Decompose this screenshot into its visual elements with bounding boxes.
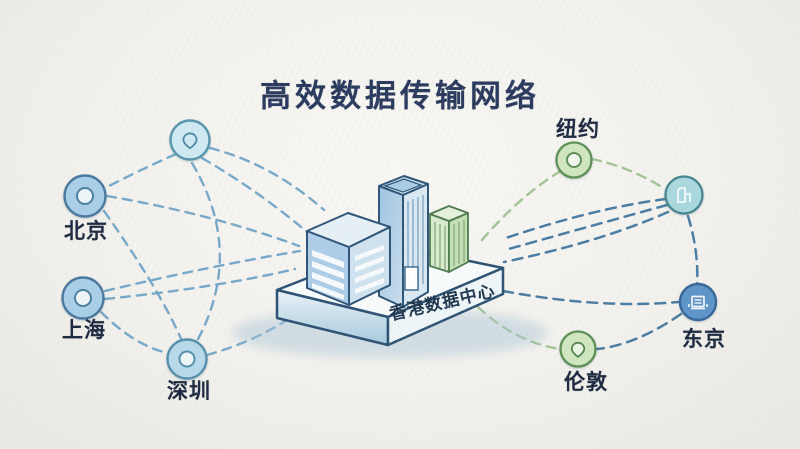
edges-west bbox=[99, 146, 326, 357]
node-tokyo bbox=[677, 281, 719, 327]
edge-datacenter-newyork bbox=[480, 170, 561, 242]
edge-relayeast-datacenter-b bbox=[503, 203, 669, 252]
green-building-roof bbox=[429, 205, 469, 222]
node-shenzhen bbox=[165, 337, 209, 385]
edge-relayeast-datacenter-c bbox=[502, 210, 670, 264]
location-pin-icon bbox=[559, 330, 597, 368]
node-relay-east bbox=[663, 174, 705, 220]
edge-relaytop-datacenter-b bbox=[200, 156, 309, 234]
node-shenzhen-label: 深圳 bbox=[167, 378, 211, 403]
tall-building-roof-rim bbox=[383, 178, 423, 193]
ring-node-icon bbox=[166, 338, 208, 380]
edge-datacenter-tokyo bbox=[501, 289, 681, 306]
location-pin-icon bbox=[169, 119, 211, 161]
edge-relayeast-tokyo bbox=[686, 214, 699, 287]
wide-blue-building bbox=[306, 212, 391, 306]
tall-building-door bbox=[404, 266, 419, 291]
edge-shanghai-datacenter-a bbox=[103, 249, 302, 293]
edge-newyork-relayeast bbox=[590, 157, 667, 191]
ring-node-icon bbox=[63, 174, 107, 218]
ring-node-icon bbox=[61, 276, 105, 320]
wide-building-side-windows bbox=[355, 245, 384, 294]
edge-relayeast-datacenter-a bbox=[504, 197, 668, 240]
node-shanghai-label: 上海 bbox=[62, 317, 106, 342]
edge-beijing-datacenter bbox=[105, 194, 301, 248]
node-london-label: 伦敦 bbox=[564, 369, 608, 394]
node-newyork-label: 纽约 bbox=[556, 116, 600, 141]
node-london bbox=[558, 329, 598, 373]
hongkong-datacenter-building: 香港数据中心 bbox=[232, 175, 548, 358]
node-beijing bbox=[62, 173, 108, 223]
edge-relaytop-shenzhen bbox=[190, 161, 221, 343]
page-title: 高效数据传输网络 bbox=[260, 78, 540, 115]
edge-shanghai-shenzhen bbox=[99, 310, 170, 355]
building-server-icon bbox=[678, 282, 718, 322]
ring-node-icon bbox=[555, 141, 593, 179]
edge-shanghai-datacenter-b bbox=[103, 267, 297, 301]
node-shanghai bbox=[60, 275, 106, 325]
edges-east bbox=[476, 157, 699, 351]
edge-relaytop-beijing bbox=[105, 152, 178, 189]
green-building bbox=[429, 205, 469, 273]
wide-building-window-stripes bbox=[312, 250, 344, 300]
edge-beijing-shenzhen bbox=[102, 209, 184, 343]
platform-front-right-face bbox=[386, 266, 505, 347]
node-relay-top bbox=[168, 118, 212, 166]
node-beijing-label: 北京 bbox=[64, 218, 108, 243]
node-tokyo-label: 东京 bbox=[682, 326, 726, 351]
building-icon bbox=[664, 175, 704, 215]
edge-relaytop-datacenter-a bbox=[208, 146, 326, 212]
wide-building-roof bbox=[306, 212, 391, 248]
green-building-windows bbox=[434, 220, 465, 270]
edge-tokyo-london bbox=[595, 312, 683, 351]
node-newyork bbox=[554, 140, 594, 184]
